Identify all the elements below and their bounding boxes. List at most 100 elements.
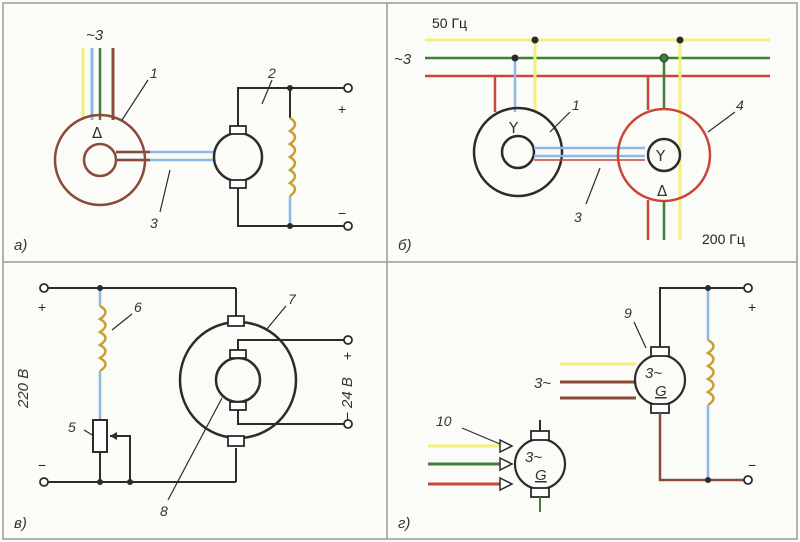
machine-4 — [616, 107, 712, 203]
coil-9 — [705, 338, 715, 407]
output-wire-minus — [658, 413, 745, 482]
label-9: 9 — [624, 305, 632, 321]
panel-v: + − 220 В 24 В + − 5 6 7 8 в) — [14, 283, 356, 532]
leader-2 — [261, 79, 273, 105]
label-5: 5 — [68, 419, 76, 435]
aux-plus-label: + — [339, 352, 355, 360]
junction — [659, 53, 669, 63]
gen-10-letter: G — [535, 467, 547, 484]
brush-top — [229, 125, 247, 135]
junction — [531, 36, 539, 44]
machine-4-rotor — [646, 137, 682, 173]
terminal-aux-plus — [343, 335, 353, 345]
label-4: 4 — [736, 97, 744, 113]
supply-label: ~3 — [86, 27, 104, 44]
leader-8 — [167, 397, 223, 501]
panel-a: ~3 Δ 1 2 3 + − а) — [14, 27, 353, 254]
terminal-plus — [343, 83, 353, 93]
delta-symbol: Δ — [657, 182, 668, 200]
label-3: 3 — [150, 215, 158, 231]
output-wire-plus — [659, 287, 745, 347]
minus-label: − — [38, 457, 46, 473]
brush — [229, 349, 247, 359]
aux-wire-plus — [237, 339, 345, 350]
brush-bottom — [229, 179, 247, 189]
coil-1 — [287, 116, 297, 198]
machine-8 — [214, 356, 262, 404]
minus-label: − — [748, 457, 756, 473]
junction — [97, 285, 103, 291]
panel-label-b: б) — [398, 237, 411, 254]
arrow — [499, 476, 514, 492]
machine-1-rotor — [500, 134, 536, 170]
panel-b: 50 Гц ~3 Y Y Δ 1 3 4 200 Гц б) — [394, 15, 770, 254]
junction — [705, 285, 711, 291]
leader-10 — [461, 427, 501, 445]
gen-9-phase: 3~ — [645, 365, 662, 382]
leader-5 — [83, 429, 95, 437]
supply-label: 3~ — [534, 375, 551, 392]
junction — [97, 479, 103, 485]
delta-symbol: Δ — [92, 124, 103, 142]
plus-label: + — [38, 299, 46, 315]
freq-bottom-label: 200 Гц — [702, 231, 745, 247]
terminal-aux-minus — [343, 419, 353, 429]
gen-10-phase: 3~ — [525, 449, 542, 466]
gen-9-letter: G — [655, 383, 667, 400]
rheostat-slider — [110, 435, 131, 482]
label-2: 2 — [267, 65, 276, 81]
arrow — [499, 438, 514, 454]
label-3: 3 — [574, 209, 582, 225]
junction — [127, 479, 133, 485]
aux-wire-minus — [237, 410, 345, 425]
supply-label: ~3 — [394, 51, 412, 68]
voltage-main-label: 220 В — [15, 369, 32, 409]
label-7: 7 — [288, 291, 297, 307]
leader-4 — [707, 111, 736, 133]
brush — [227, 315, 245, 327]
label-8: 8 — [160, 503, 168, 519]
plus-label: + — [338, 101, 346, 117]
terminal-minus — [743, 475, 753, 485]
terminal-plus — [743, 283, 753, 293]
dc-machine — [212, 131, 264, 183]
leader-1 — [121, 79, 149, 121]
voltage-aux-label: 24 В — [339, 377, 356, 409]
junction — [287, 85, 293, 91]
star-symbol-2: Y — [655, 147, 666, 165]
brush — [227, 435, 245, 447]
machine-1 — [472, 106, 564, 198]
leader-1 — [549, 111, 571, 133]
label-10: 10 — [436, 413, 452, 429]
junction — [287, 223, 293, 229]
minus-label: − — [338, 205, 346, 221]
panel-label-g: г) — [398, 515, 410, 532]
freq-top-label: 50 Гц — [432, 15, 467, 31]
brush — [530, 487, 550, 498]
wire-bottom — [237, 188, 345, 227]
wire-top — [237, 87, 345, 126]
arrow — [499, 456, 514, 472]
leader-3 — [159, 169, 171, 213]
brush — [650, 346, 670, 357]
leader-6 — [111, 313, 133, 331]
motor-1-rotor — [82, 142, 118, 178]
panel-label-a: а) — [14, 237, 27, 254]
label-1: 1 — [150, 65, 158, 81]
star-symbol-1: Y — [508, 119, 519, 137]
brush — [229, 401, 247, 411]
label-6: 6 — [134, 299, 142, 315]
leader-7 — [265, 305, 287, 331]
leader-9 — [633, 321, 647, 349]
panel-g: 3~ 9 10 3~ G 3~ G + − г) — [398, 283, 756, 532]
terminal-minus — [39, 477, 49, 487]
brush — [530, 430, 550, 441]
aux-minus-label: − — [339, 412, 355, 420]
junction — [676, 36, 684, 44]
coil-6 — [97, 304, 107, 373]
panel-label-v: в) — [14, 515, 27, 532]
label-1: 1 — [572, 97, 580, 113]
